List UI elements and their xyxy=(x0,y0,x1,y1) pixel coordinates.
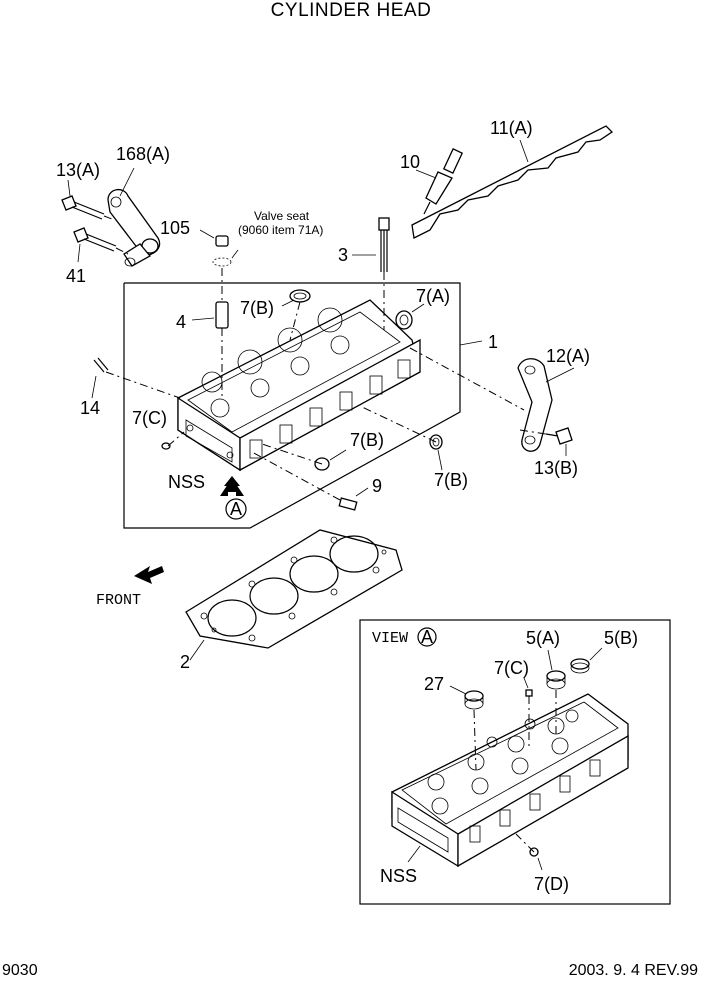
view-a-frame xyxy=(359,619,671,905)
label-front: FRONT xyxy=(96,592,141,609)
plug-7c[interactable] xyxy=(161,431,185,450)
label-11a: 11(A) xyxy=(490,118,533,138)
valve-seat-label: Valve seat xyxy=(254,209,310,223)
bolt-13b[interactable] xyxy=(519,427,573,456)
label-7c: 7(C) xyxy=(132,408,167,428)
page-title: CYLINDER HEAD xyxy=(270,0,432,21)
label-7c-view: 7(C) xyxy=(494,658,529,678)
bracket-12a[interactable] xyxy=(409,347,575,452)
label-7d: 7(D) xyxy=(534,874,569,894)
revision-date: 2003. 9. 4 REV.99 xyxy=(568,962,698,979)
label-168a: 168(A) xyxy=(116,144,170,164)
seal-105[interactable] xyxy=(199,229,239,300)
plug-5a[interactable] xyxy=(546,649,566,736)
front-arrow-icon xyxy=(134,566,164,584)
ring-7b-right[interactable] xyxy=(359,405,443,471)
label-41: 41 xyxy=(66,266,86,286)
ring-7b-top[interactable] xyxy=(281,289,311,341)
cylinder-head-part[interactable] xyxy=(177,299,421,472)
stud-14[interactable] xyxy=(91,357,181,399)
label-12a: 12(A) xyxy=(546,346,590,366)
label-105: 105 xyxy=(160,218,190,238)
leader-1 xyxy=(459,340,483,346)
label-5a: 5(A) xyxy=(526,628,560,648)
leader-nss-view xyxy=(407,845,421,863)
view-a-title: VIEW xyxy=(372,630,408,647)
head-gasket-2[interactable] xyxy=(185,529,403,661)
label-4: 4 xyxy=(176,312,186,332)
valve-seat-ref: (9060 item 71A) xyxy=(238,223,323,237)
label-13b: 13(B) xyxy=(534,458,578,478)
label-7b-right: 7(B) xyxy=(434,470,468,490)
label-7b-top: 7(B) xyxy=(240,298,274,318)
label-2: 2 xyxy=(180,652,190,672)
plug-27[interactable] xyxy=(449,685,484,771)
label-nss-view: NSS xyxy=(380,866,417,886)
view-a-arrow xyxy=(220,476,247,520)
pin-9[interactable] xyxy=(251,451,369,511)
main-frame xyxy=(123,282,461,529)
plug-5b[interactable] xyxy=(570,647,603,674)
label-27: 27 xyxy=(424,674,444,694)
plug-7c-view[interactable] xyxy=(523,677,533,750)
label-10: 10 xyxy=(400,152,420,172)
valve-guide-4[interactable] xyxy=(191,301,229,400)
glow-plug-10[interactable] xyxy=(415,148,464,215)
view-a-title-circle xyxy=(417,627,437,647)
bolt-41[interactable] xyxy=(73,227,129,263)
ring-7a[interactable] xyxy=(395,303,425,330)
bolt-13a[interactable] xyxy=(61,179,113,220)
ring-7b-mid[interactable] xyxy=(261,443,347,471)
label-9: 9 xyxy=(372,476,382,496)
label-3: 3 xyxy=(338,245,348,265)
connector-11a[interactable] xyxy=(411,125,614,239)
plug-7d[interactable] xyxy=(515,833,543,871)
page-code: 9030 xyxy=(2,962,38,979)
bracket-168a[interactable] xyxy=(107,167,161,267)
view-marker-a: A xyxy=(230,499,242,519)
label-13a: 13(A) xyxy=(56,160,100,180)
label-7b-mid: 7(B) xyxy=(350,430,384,450)
label-1: 1 xyxy=(488,332,498,352)
label-5b: 5(B) xyxy=(604,628,638,648)
bolt-3[interactable] xyxy=(352,217,390,330)
label-nss-main: NSS xyxy=(168,472,205,492)
view-a-title-marker: A xyxy=(421,627,433,647)
label-14: 14 xyxy=(80,398,100,418)
view-a-cylinder-head[interactable] xyxy=(391,693,629,868)
label-7a: 7(A) xyxy=(416,286,450,306)
